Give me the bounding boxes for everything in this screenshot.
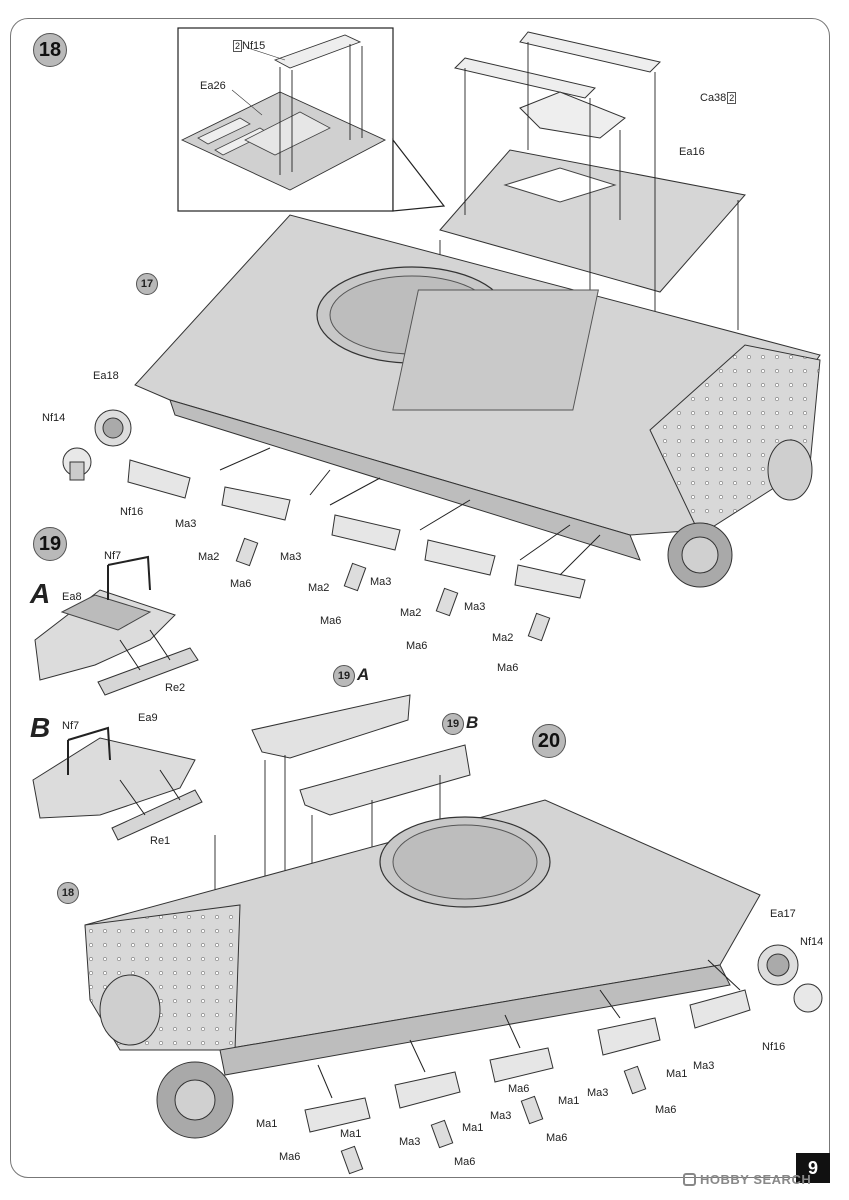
part-label-re1: Re1 bbox=[150, 835, 171, 847]
step18-hull bbox=[134, 214, 821, 588]
ref-step-19a-badge: 19 bbox=[333, 665, 355, 687]
part-label-ma3: Ma3 bbox=[693, 1060, 715, 1072]
part-label-ma6: Ma6 bbox=[497, 662, 519, 674]
ref-step-19b-badge: 19 bbox=[442, 713, 464, 735]
part-label-ma3: Ma3 bbox=[280, 551, 302, 563]
step18-inset-detail bbox=[177, 27, 446, 212]
part-label-ma3: Ma3 bbox=[490, 1110, 512, 1122]
part-label-ma3: Ma3 bbox=[370, 576, 392, 588]
part-label-ma3: Ma3 bbox=[587, 1087, 609, 1099]
part-label-ma1: Ma1 bbox=[256, 1118, 278, 1130]
part-label-nf16-top: Nf16 bbox=[120, 506, 144, 518]
part-label-ea18: Ea18 bbox=[93, 370, 119, 382]
part-label-ea17: Ea17 bbox=[770, 908, 796, 920]
part-label-ea8: Ea8 bbox=[62, 591, 82, 603]
watermark-text: HOBBY SEARCH bbox=[700, 1172, 812, 1187]
part-label-ma2: Ma2 bbox=[198, 551, 220, 563]
subassembly-a-letter: A bbox=[30, 578, 51, 609]
part-label-ma6: Ma6 bbox=[454, 1156, 476, 1168]
part-label-ma1: Ma1 bbox=[558, 1095, 580, 1107]
part-label-ma1: Ma1 bbox=[462, 1122, 484, 1134]
ref-step-19b-letter: B bbox=[466, 713, 479, 732]
part-label-re2: Re2 bbox=[165, 682, 186, 694]
part-label-nf7-a: Nf7 bbox=[104, 550, 122, 562]
part-label-ma6: Ma6 bbox=[279, 1151, 301, 1163]
part-label-ma6: Ma6 bbox=[230, 578, 252, 590]
part-label-nf14-bottom: Nf14 bbox=[800, 936, 824, 948]
ref-step-18-badge: 18 bbox=[57, 882, 79, 904]
step-18-badge: 18 bbox=[33, 33, 67, 67]
part-label-ma6: Ma6 bbox=[508, 1083, 530, 1095]
part-label-ma6: Ma6 bbox=[320, 615, 342, 627]
page-frame bbox=[10, 18, 830, 1178]
part-label-ea16: Ea16 bbox=[679, 146, 705, 158]
part-label-ma2: Ma2 bbox=[400, 607, 422, 619]
part-label-nf7-b: Nf7 bbox=[62, 720, 80, 732]
step18-exploded-parts bbox=[439, 31, 746, 395]
part-label-ma6: Ma6 bbox=[655, 1104, 677, 1116]
part-label-ma3: Ma3 bbox=[399, 1136, 421, 1148]
hobby-search-logo-icon bbox=[683, 1173, 696, 1186]
page-number: 9 bbox=[796, 1153, 830, 1183]
ref-step-17-badge: 17 bbox=[136, 273, 158, 295]
part-label-ea26: Ea26 bbox=[200, 80, 226, 92]
ref-step-19a-letter: A bbox=[357, 665, 370, 684]
part-label-ea9: Ea9 bbox=[138, 712, 158, 724]
part-label-nf16-bottom: Nf16 bbox=[762, 1041, 786, 1053]
step-20-badge: 20 bbox=[532, 724, 566, 758]
part-label-ma6: Ma6 bbox=[546, 1132, 568, 1144]
step20-suspension-parts bbox=[304, 944, 823, 1175]
step-19-badge: 19 bbox=[33, 527, 67, 561]
subassembly-b-letter: B bbox=[30, 712, 51, 743]
part-label-ma6: Ma6 bbox=[406, 640, 428, 652]
part-label-ma3: Ma3 bbox=[464, 601, 486, 613]
step18-suspension-parts bbox=[62, 409, 601, 642]
part-label-ma1: Ma1 bbox=[666, 1068, 688, 1080]
step19a-drawing bbox=[34, 555, 199, 696]
part-label-ma3: Ma3 bbox=[175, 518, 197, 530]
step19b-drawing bbox=[32, 726, 203, 841]
part-label-ma2: Ma2 bbox=[308, 582, 330, 594]
part-label-nf14-top: Nf14 bbox=[42, 412, 66, 424]
step20-hull bbox=[84, 799, 761, 1139]
part-label-ma2: Ma2 bbox=[492, 632, 514, 644]
part-label-ma1: Ma1 bbox=[340, 1128, 362, 1140]
